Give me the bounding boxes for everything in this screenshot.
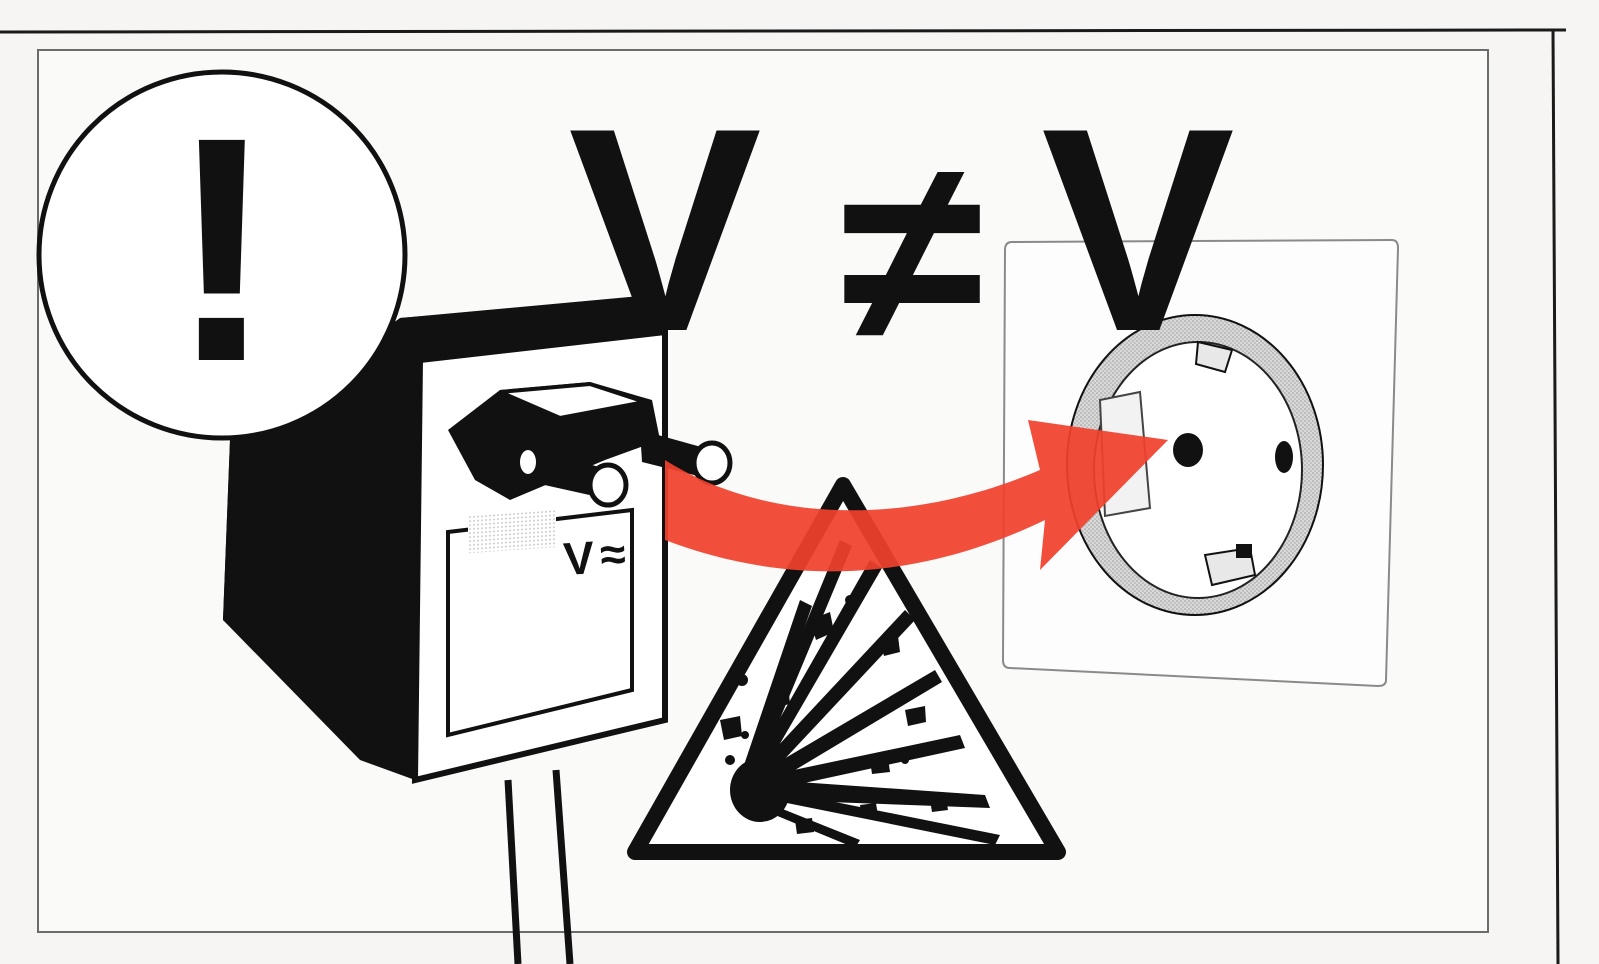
device-voltage-symbol: V [568,68,763,392]
label-voltage-symbol: V [562,531,597,585]
not-equal-symbol: ≠ [841,106,984,396]
mains-voltage-symbol: V [1041,68,1236,392]
label-ac-symbol: ≈ [598,527,627,581]
exclamation-mark: ! [169,70,276,428]
